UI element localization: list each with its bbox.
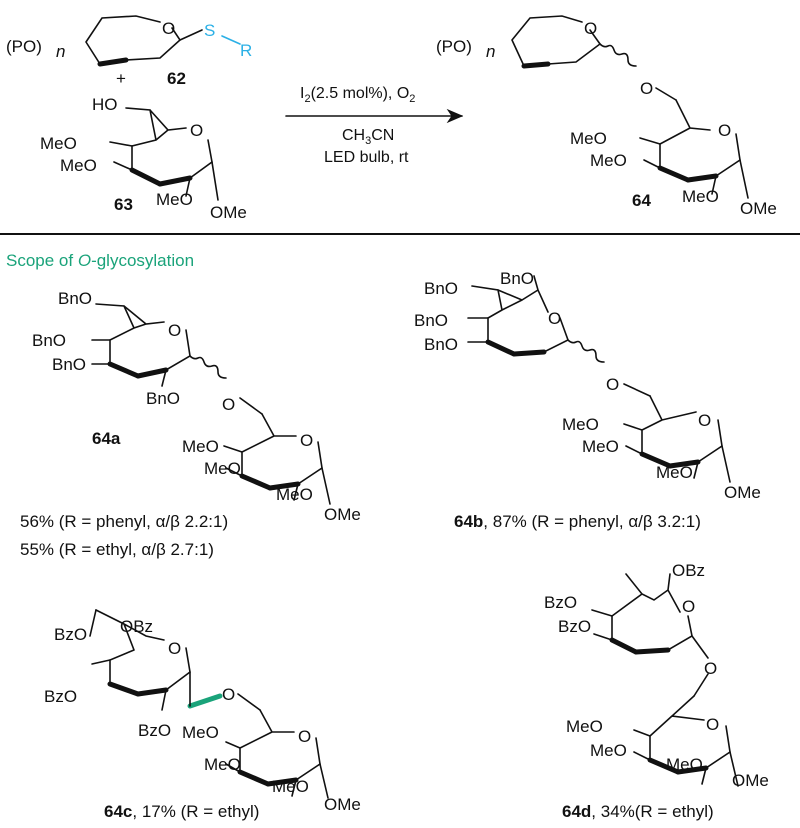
ring-oxygen-64b-b: O [698,411,711,430]
bno-64a-1: BnO [58,289,92,308]
methoxy-64-c: MeO [682,187,719,206]
methoxy-63-c: MeO [156,190,193,209]
compound-label-62: 62 [167,69,186,88]
bno-64b-1: BnO [424,279,458,298]
product-64-structure: (PO) n O O O MeO MeO MeO OMe 64 [436,15,777,218]
ring-oxygen-63: O [190,121,203,140]
bno-64b-3: BnO [414,311,448,330]
ring-oxygen-64a-b: O [300,431,313,450]
compound-label-64a: 64a [92,429,121,448]
reactant-62-structure: (PO) n O S R + 62 [6,15,252,88]
methoxy-64d-b: MeO [590,741,627,760]
ring-oxygen-64-b: O [718,121,731,140]
methoxy-64c-a: MeO [182,723,219,742]
methoxy-64a-c: MeO [276,485,313,504]
yield-64a-phenyl: 56% (R = phenyl, α/β 2.2:1) [20,512,228,531]
compound-label-64: 64 [632,191,651,210]
bzo-64c-1: BzO [54,625,87,644]
methoxy-64c-b: MeO [204,755,241,774]
methoxy-64c-anomeric: OMe [324,795,361,814]
linkage-oxygen-64c: O [222,685,235,704]
bno-64a-4: BnO [146,389,180,408]
compound-64a-structure: BnO BnO BnO BnO O O O MeO MeO MeO OMe 64… [20,289,361,559]
bno-64b-4: BnO [424,335,458,354]
ring-oxygen-64c: O [168,639,181,658]
methoxy-64-b: MeO [590,151,627,170]
linkage-oxygen-64a: O [222,395,235,414]
bno-64a-3: BnO [52,355,86,374]
methoxy-64-anomeric: OMe [740,199,777,218]
ring-oxygen: O [162,19,175,38]
linkage-oxygen-64: O [640,79,653,98]
caption-64c: 64c, 17% (R = ethyl) [104,802,259,821]
methoxy-64d-anomeric: OMe [732,771,769,790]
methoxy-64a-a: MeO [182,437,219,456]
methoxy-64b-c: MeO [656,463,693,482]
methoxy-64b-a: MeO [562,415,599,434]
methoxy-64a-anomeric: OMe [324,505,361,524]
reaction-arrow [285,108,464,124]
plus-sign: + [116,69,126,88]
methoxy-64d-c: MeO [666,755,703,774]
condition-solvent: CH3CN [342,127,394,147]
methoxy-63-b: MeO [60,156,97,175]
linkage-oxygen-64d: O [704,659,717,678]
bzo-64d-2: BzO [558,617,591,636]
yield-64a-ethyl: 55% (R = ethyl, α/β 2.7:1) [20,540,214,559]
ring-oxygen-64b: O [548,309,561,328]
ring-oxygen-64d-b: O [706,715,719,734]
methoxy-63-a: MeO [40,134,77,153]
linkage-oxygen-64b: O [606,375,619,394]
methoxy-64c-c: MeO [272,777,309,796]
caption-64b: 64b, 87% (R = phenyl, α/β 3.2:1) [454,512,701,531]
reactant-63-structure: HO O MeO MeO MeO OMe 63 [40,95,247,222]
methoxy-64b-anomeric: OMe [724,483,761,502]
bno-64a-2: BnO [32,331,66,350]
compound-64c-structure: OBz BzO BzO BzO O O O MeO MeO MeO OMe 64… [44,609,361,821]
ring-oxygen-64c-b: O [298,727,311,746]
protecting-group-label: (PO) [6,37,42,56]
condition-light: LED bulb, rt [324,149,409,166]
compound-label-63: 63 [114,195,133,214]
methoxy-64d-a: MeO [566,717,603,736]
sulfur-atom: S [204,21,215,40]
reaction-conditions: I2(2.5 mol%), O2 CH3CN LED bulb, rt [300,85,415,166]
methoxy-64b-b: MeO [582,437,619,456]
bno-64b-2: BnO [500,269,534,288]
ring-oxygen-64d: O [682,597,695,616]
hydroxyl-label: HO [92,95,118,114]
ring-oxygen-64: O [584,19,597,38]
bzo-64c-3: BzO [138,721,171,740]
obz-64d: OBz [672,561,705,580]
bzo-64d-1: BzO [544,593,577,612]
protecting-subscript: n [56,42,65,61]
compound-64b-structure: BnO BnO BnO BnO O O O MeO MeO MeO OMe 64… [414,269,761,531]
ring-oxygen-64a: O [168,321,181,340]
caption-64d: 64d, 34%(R = ethyl) [562,802,714,821]
methoxy-64-a: MeO [570,129,607,148]
scope-title: Scope of O-glycosylation [6,251,194,270]
r-group: R [240,41,252,60]
condition-catalyst: I2(2.5 mol%), O2 [300,85,415,105]
compound-64d-structure: OBz BzO BzO O O O MeO MeO MeO OMe 64d, 3… [544,561,769,821]
protecting-group-label-64: (PO) [436,37,472,56]
methoxy-64a-b: MeO [204,459,241,478]
protecting-subscript-64: n [486,42,495,61]
methoxy-63-anomeric: OMe [210,203,247,222]
bzo-64c-2: BzO [44,687,77,706]
obz-64c: OBz [120,617,153,636]
